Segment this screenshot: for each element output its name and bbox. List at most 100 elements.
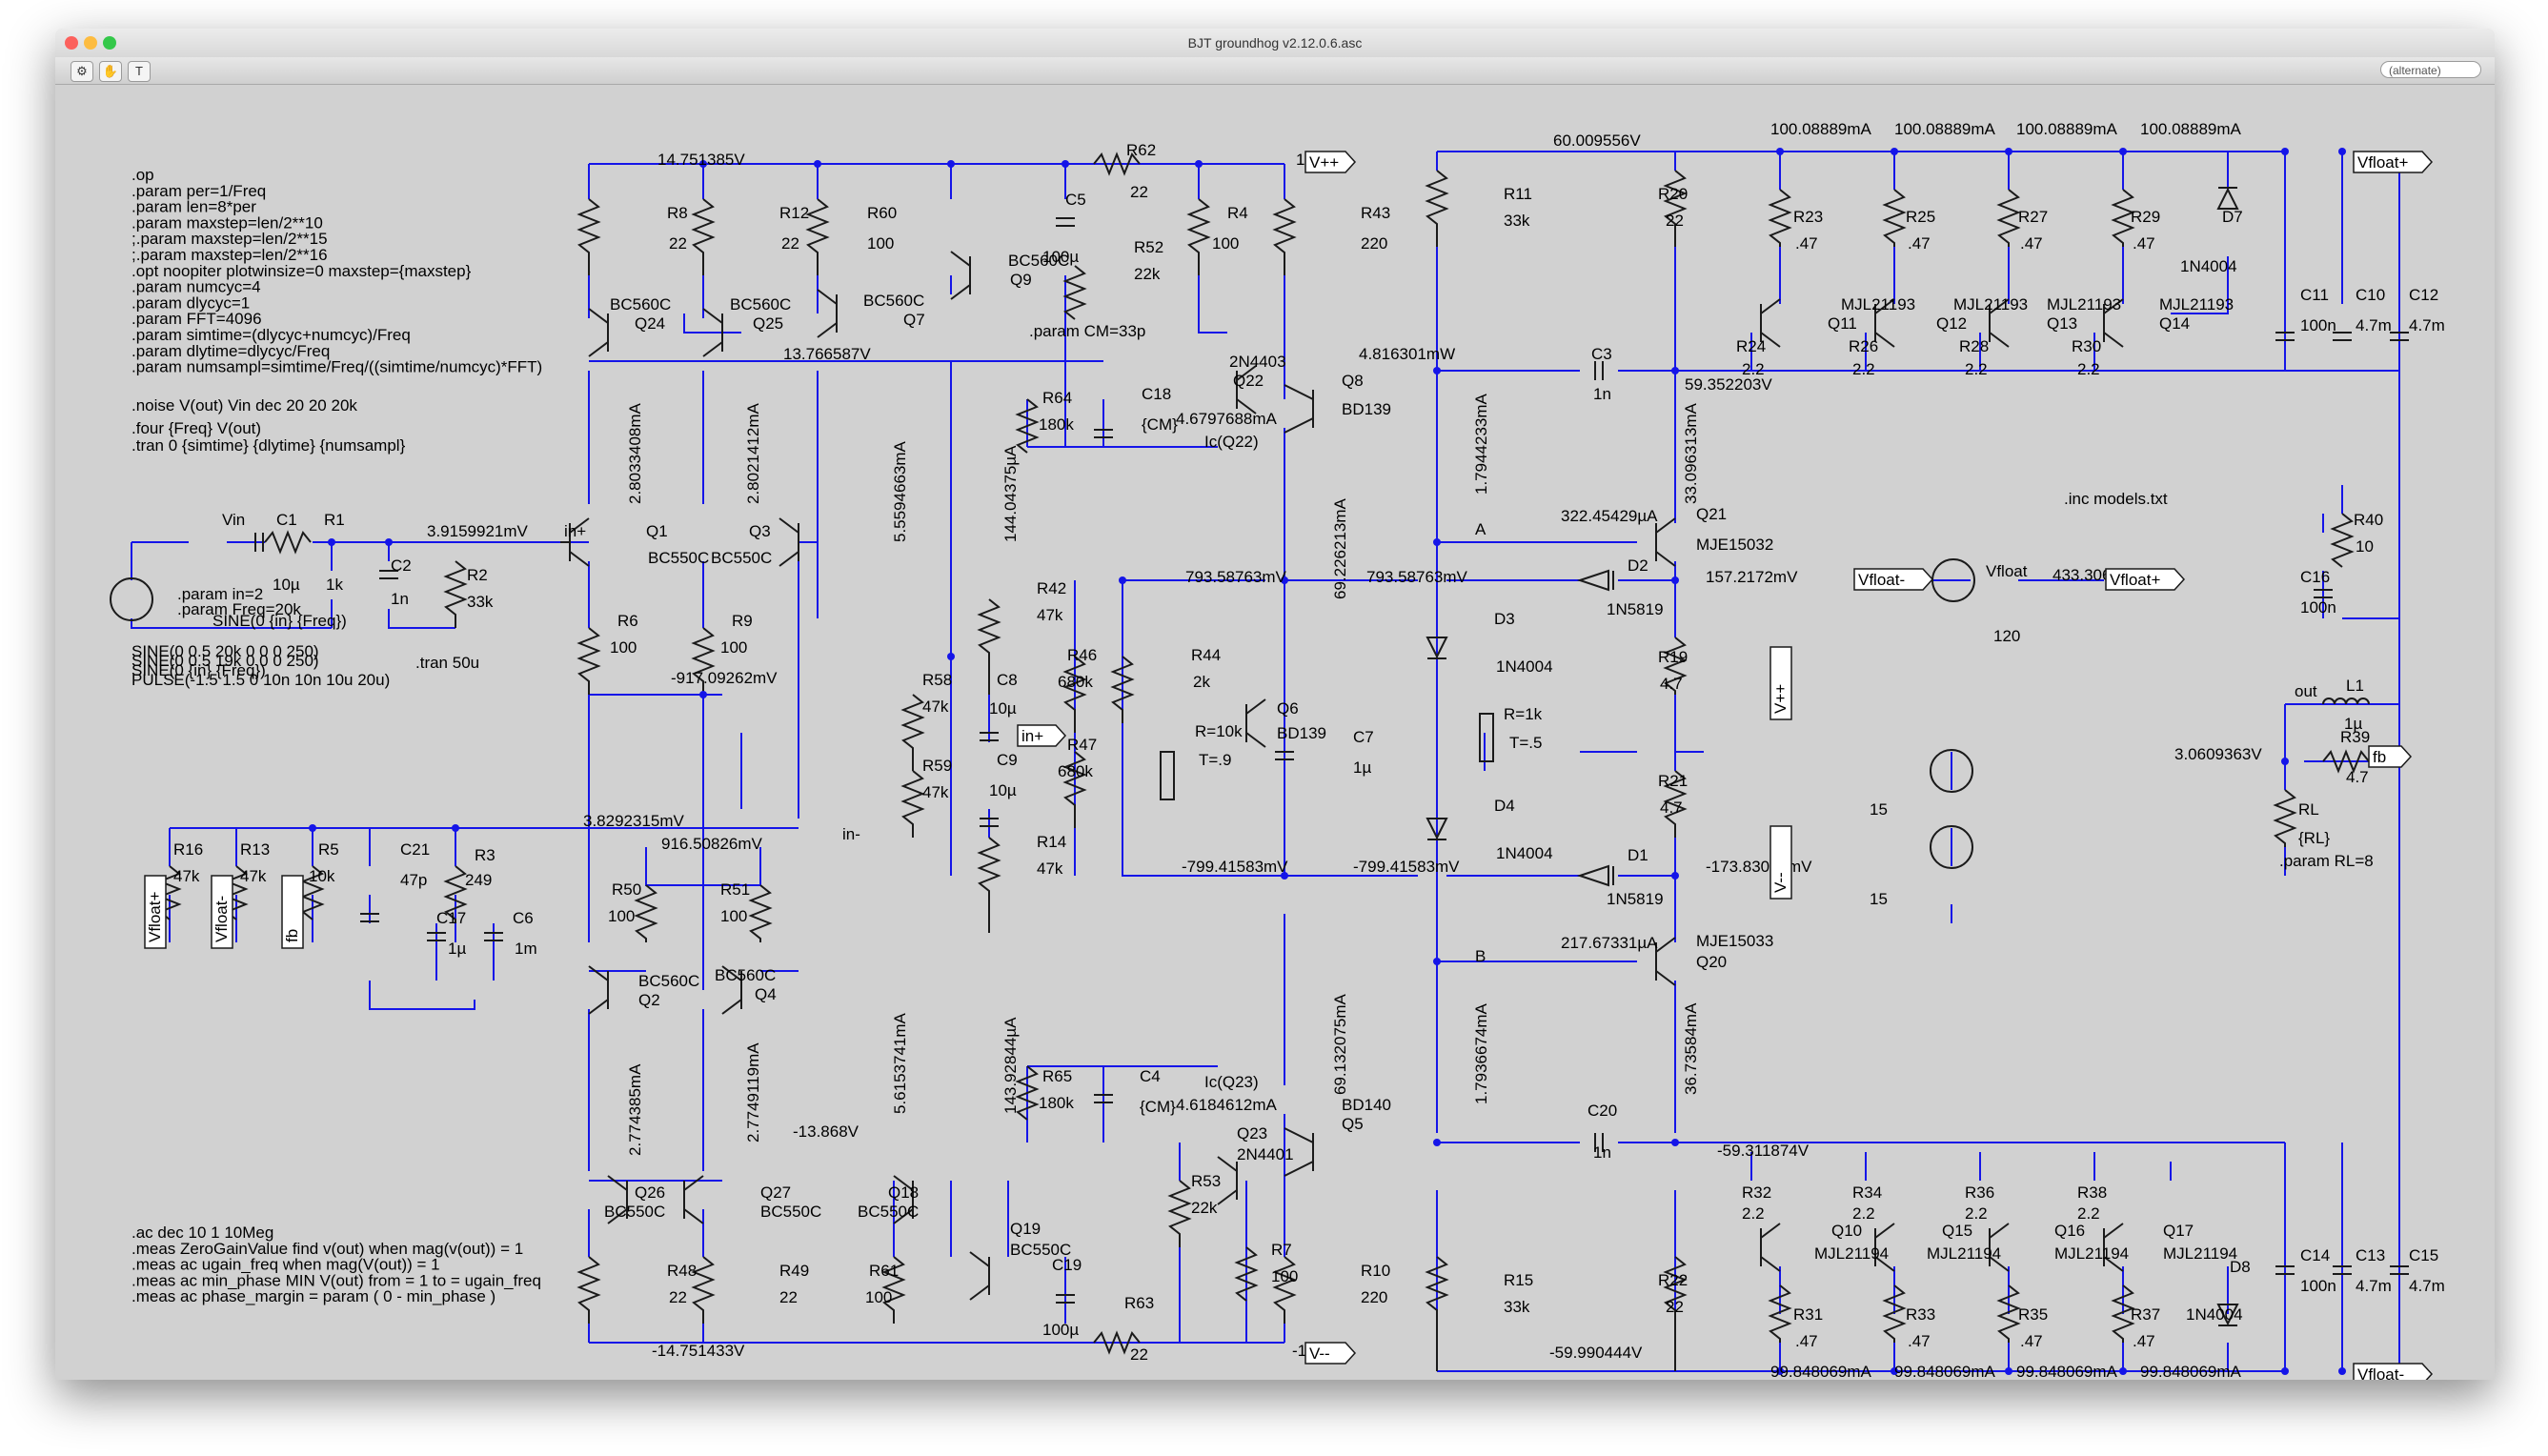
net-label-flag[interactable]	[1304, 1342, 1357, 1365]
op-annotation: 13.766587V	[783, 345, 871, 363]
schematic-canvas[interactable]: .op.param per=1/Freq.param len=8*per.par…	[55, 85, 2495, 1380]
components	[110, 152, 2409, 1371]
component-label: C20	[1587, 1102, 1617, 1120]
component-label: R1	[324, 511, 345, 529]
ac-directive: .meas ac ugain_freq when mag(V(out)) = 1	[131, 1256, 440, 1274]
component-label: D2	[1628, 556, 1648, 575]
op-annotation-vertical: 1.7944233mA	[1472, 393, 1490, 495]
op-annotation: 99.848069mA	[1894, 1363, 1996, 1380]
component-label: 2.2	[1965, 1204, 1988, 1223]
component-label: 1µ	[448, 940, 466, 958]
component-label: Q16	[2054, 1222, 2085, 1240]
component-label: BC550C	[760, 1203, 821, 1221]
component-label: 2.2	[1742, 1204, 1765, 1223]
component-label: Vfloat	[1986, 562, 2028, 580]
component-label: Q17	[2163, 1222, 2194, 1240]
net-label-flag[interactable]	[2353, 151, 2434, 173]
component-label: R36	[1965, 1183, 1994, 1202]
component-label: 220	[1361, 234, 1387, 253]
net-label-flag[interactable]	[2353, 1363, 2434, 1380]
component-label: Q25	[753, 314, 783, 333]
net-label-flag-vertical[interactable]	[144, 875, 167, 949]
run-icon[interactable]: ⚙	[71, 61, 93, 82]
net-label: Vfloat-	[1858, 571, 1905, 589]
component-label: MJL21194	[1927, 1244, 2001, 1263]
component-label: R19	[1658, 648, 1688, 666]
component-label: 100n	[2300, 1277, 2336, 1295]
op-annotation: -59.311874V	[1717, 1142, 1810, 1160]
component-label: MJE15032	[1696, 536, 1773, 554]
component-label: 100n	[2300, 598, 2336, 617]
op-annotation: 100.08889mA	[2140, 120, 2242, 138]
component-label: 4.7	[1660, 675, 1683, 693]
net-label-flag-vertical[interactable]	[1769, 825, 1792, 900]
op-annotation: 4.6184612mA	[1176, 1096, 1278, 1114]
component-label: MJL21194	[2163, 1244, 2237, 1263]
component-label: R63	[1124, 1294, 1154, 1312]
component-label: C10	[2356, 286, 2385, 304]
component-label: 22	[779, 1288, 798, 1306]
component-label: Q8	[1342, 372, 1364, 390]
close-button[interactable]	[65, 36, 78, 50]
op-annotation: 4.6797688mA	[1176, 410, 1278, 428]
four-directive: .four {Freq} V(out)	[131, 419, 261, 437]
component-label: R52	[1134, 238, 1163, 256]
component-label: 2.2	[1965, 360, 1988, 378]
component-label: Q18	[888, 1183, 919, 1202]
component-label: R=1k	[1504, 705, 1543, 723]
net-label-flag-vertical[interactable]	[211, 875, 233, 949]
net-label-flag[interactable]	[1853, 568, 1934, 591]
net-label-flag-vertical[interactable]	[1769, 646, 1792, 720]
component-label: R37	[2131, 1305, 2160, 1324]
net-label-flag[interactable]	[1017, 724, 1067, 747]
pause-hand-icon[interactable]: ✋	[99, 61, 122, 82]
net-label: fb	[2373, 748, 2386, 766]
component-label: BC560C	[863, 292, 924, 310]
net-label-flag[interactable]	[1304, 151, 1357, 173]
component-label: C7	[1353, 728, 1374, 746]
component-label: Q21	[1696, 505, 1727, 523]
component-label: 10	[2356, 537, 2374, 556]
zoom-button[interactable]	[103, 36, 116, 50]
ac-directive: .meas ZeroGainValue find v(out) when mag…	[131, 1240, 523, 1258]
net-label-flag[interactable]	[2368, 745, 2413, 768]
spice-directive: .opt noopiter plotwinsize=0 maxstep={max…	[131, 262, 472, 280]
net-label-flag-vertical[interactable]	[281, 875, 304, 949]
spice-directive: ;.param maxstep=len/2**15	[131, 230, 328, 248]
component-label: BC550C	[711, 549, 772, 567]
component-label: MJL21193	[2159, 295, 2234, 313]
component-label: R49	[779, 1262, 809, 1280]
op-annotation: 3.8292315mV	[583, 812, 685, 830]
component-label: C21	[400, 840, 430, 859]
component-label: BC560C	[638, 972, 699, 990]
op-annotation: 100.08889mA	[2016, 120, 2118, 138]
component-label: C18	[1142, 385, 1171, 403]
component-label: 2N4401	[1237, 1145, 1294, 1163]
op-annotation: 793.58763mV	[1366, 568, 1468, 586]
component-label: .47	[2133, 234, 2155, 253]
component-label: Q27	[760, 1183, 791, 1202]
component-label: Q5	[1342, 1115, 1364, 1133]
op-annotation: Ic(Q23)	[1204, 1073, 1259, 1091]
op-annotation: -14.751433V	[652, 1342, 745, 1360]
search-field[interactable]: (alternate)	[2380, 61, 2481, 78]
schematic-drawing[interactable]: .op.param per=1/Freq.param len=8*per.par…	[55, 85, 2495, 1380]
component-label: R10	[1361, 1262, 1390, 1280]
component-label: 1N4004	[2186, 1305, 2243, 1324]
net-label-vertical: V++	[1771, 684, 1790, 714]
op-annotation-vertical: 2.7749119mA	[744, 1042, 762, 1143]
net-label-flag[interactable]	[2105, 568, 2186, 591]
component-label: R29	[2131, 208, 2160, 226]
component-label: 100	[720, 907, 747, 925]
component-label: R2	[467, 566, 488, 584]
component-label: 2.2	[1852, 360, 1875, 378]
source-alt: PULSE(-1.5 1.5 0 10n 10n 10u 20u)	[131, 671, 390, 689]
component-label: R4	[1227, 204, 1248, 222]
component-label: R13	[240, 840, 270, 859]
op-annotation-vertical: 5.6153741mA	[891, 1012, 909, 1114]
component-label: R6	[617, 612, 638, 630]
net-label: Vfloat+	[2357, 153, 2408, 172]
schematic-labels: .op.param per=1/Freq.param len=8*per.par…	[131, 120, 2445, 1380]
minimize-button[interactable]	[84, 36, 97, 50]
text-tool-icon[interactable]: T	[128, 61, 151, 82]
